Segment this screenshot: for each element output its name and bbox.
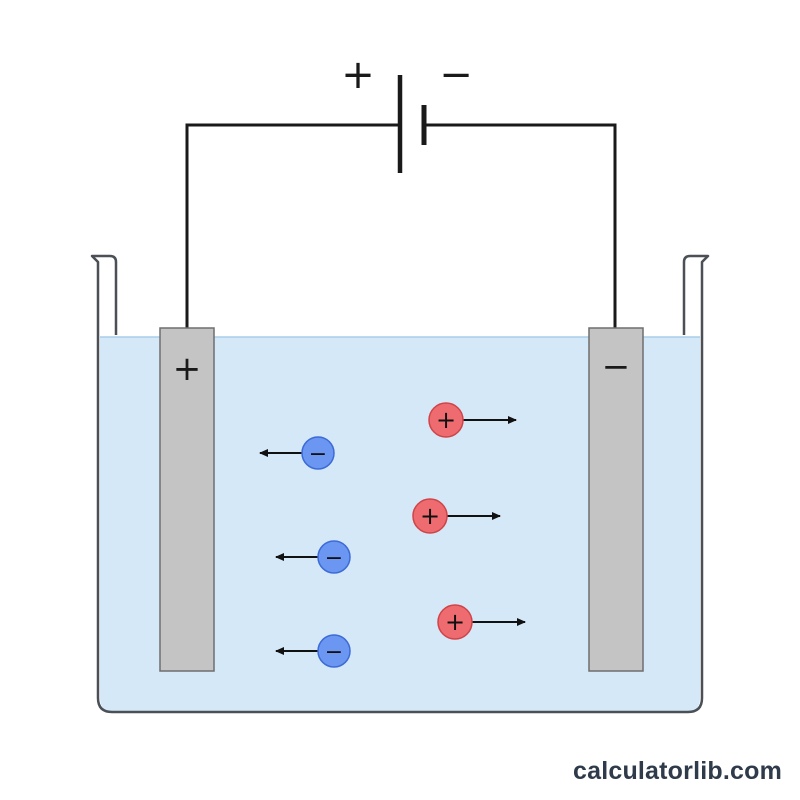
wire-left: [185, 123, 400, 328]
cation-1: +: [428, 402, 517, 438]
anion-3: −: [275, 634, 351, 668]
wire-right: [424, 123, 617, 328]
anion-1: −: [259, 436, 335, 470]
anion-sign: −: [325, 640, 343, 665]
cation-particle: [412, 498, 448, 534]
cathode-sign: −: [602, 347, 631, 387]
cation-sign: +: [445, 608, 465, 636]
cation-sign: +: [420, 502, 440, 530]
cation-2: +: [412, 498, 501, 534]
anode-sign: +: [173, 349, 202, 389]
anion-2: −: [275, 540, 351, 574]
cation-particle: [428, 402, 464, 438]
electrolyte: [100, 337, 700, 712]
battery-negative-sign: −: [439, 52, 473, 98]
cation-sign: +: [436, 406, 456, 434]
cation-3: +: [437, 604, 526, 640]
cathode-electrode: [588, 327, 644, 672]
anion-particle: [317, 634, 351, 668]
cation-particle: [437, 604, 473, 640]
watermark: calculatorlib.com: [572, 757, 782, 785]
anion-particle: [301, 436, 335, 470]
anion-sign: −: [309, 442, 327, 467]
beaker: [90, 254, 710, 714]
battery-positive-sign: +: [341, 52, 375, 98]
anion-sign: −: [325, 546, 343, 571]
anion-particle: [317, 540, 351, 574]
anode-electrode: [159, 327, 215, 672]
